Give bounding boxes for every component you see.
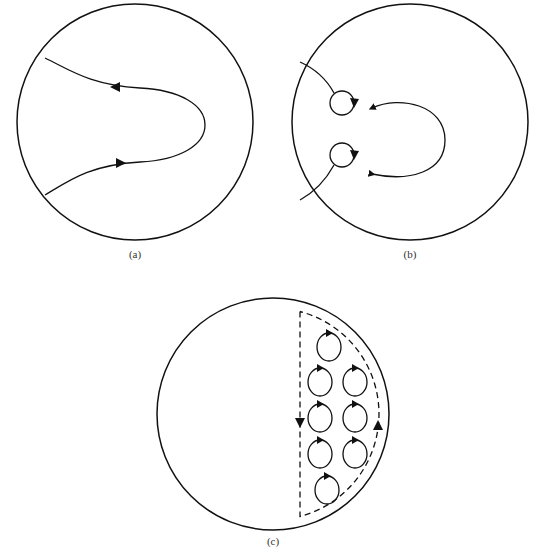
- dashed-boundary: [300, 312, 379, 517]
- panel-label: (c): [267, 535, 279, 548]
- outer-circle: [157, 298, 389, 530]
- outer-circle: [292, 4, 528, 240]
- panel-label: (a): [129, 248, 141, 261]
- flow-line: [45, 58, 205, 195]
- panel-label: (b): [404, 248, 417, 261]
- flow-arrow: [110, 82, 126, 168]
- flow-arrow: [350, 98, 359, 160]
- flow-arrow: [317, 329, 359, 480]
- vortex-cell: [308, 333, 367, 504]
- outer-circle: [17, 4, 253, 240]
- flow-line: [300, 62, 445, 200]
